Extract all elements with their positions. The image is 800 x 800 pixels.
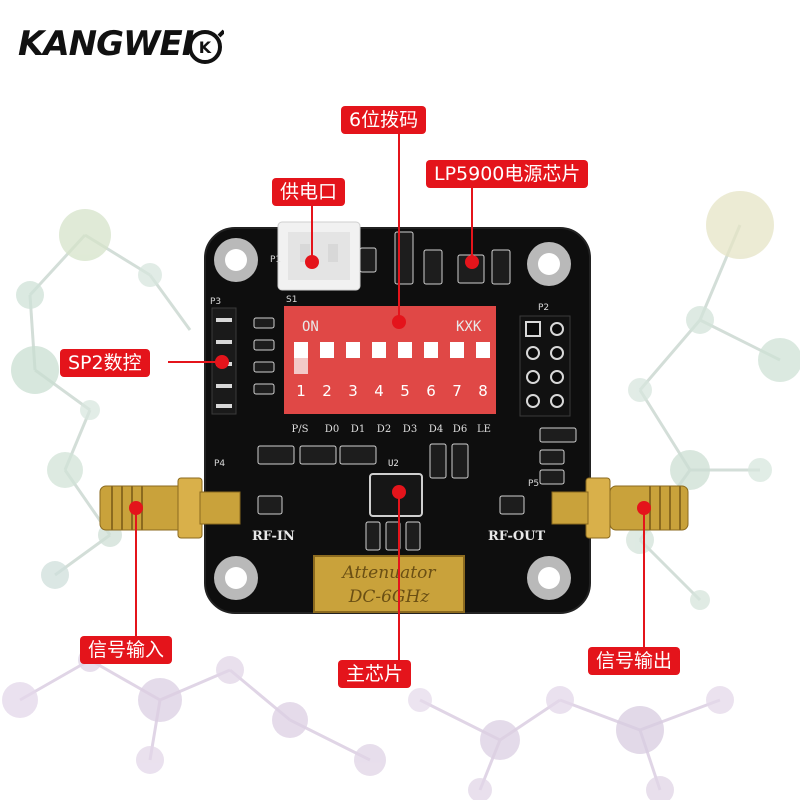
pin-label: P/S: [292, 424, 309, 435]
power-connector: [277, 221, 361, 291]
pin-label: D0: [325, 424, 339, 435]
connector-ref: P1: [270, 255, 281, 265]
plate-line-1: Attenuator: [341, 563, 437, 583]
pin-label: D1: [351, 424, 365, 435]
brand-logo: KANGWEI: [18, 24, 194, 64]
connector-ref: P3: [210, 297, 221, 307]
switch-number: 5: [400, 382, 410, 400]
brand-logo-mark: K: [188, 29, 224, 64]
brand-logo-mark-letter: K: [199, 38, 212, 57]
spi-header: [211, 307, 237, 415]
pin-label: D6: [453, 424, 467, 435]
label-main-chip: 主芯片: [338, 660, 412, 688]
label-spi-control: SP2数控: [60, 349, 150, 377]
mounting-holes: [214, 238, 571, 600]
plate-line-2: DC-6GHz: [348, 587, 431, 607]
rf-in-label: RF-IN: [252, 529, 295, 544]
label-signal-out: 信号输出: [588, 647, 681, 675]
io-header: [519, 315, 571, 417]
pin-label: D2: [377, 424, 391, 435]
nameplate: Attenuator DC-6GHz: [313, 555, 465, 613]
switch-number: 2: [322, 382, 332, 400]
switch-number: 8: [478, 382, 488, 400]
switch-number: 6: [426, 382, 436, 400]
switch-number: 1: [296, 382, 306, 400]
pin-label: D4: [429, 424, 443, 435]
switch-number: 3: [348, 382, 358, 400]
connector-ref: P2: [538, 303, 549, 313]
pin-label: LE: [477, 424, 491, 435]
chip-ref: U2: [388, 459, 399, 469]
dip-switch: ON KXK 1 2 3 4 5 6 7 8: [284, 306, 496, 414]
label-signal-in: 信号输入: [80, 636, 173, 664]
switch-number: 4: [374, 382, 384, 400]
connector-ref: P4: [214, 459, 225, 469]
rf-out-label: RF-OUT: [488, 529, 546, 544]
pin-label: D3: [403, 424, 417, 435]
label-dip-switch: 6位拨码: [341, 106, 427, 134]
connector-ref: P5: [528, 479, 539, 489]
switch-number: 7: [452, 382, 462, 400]
connector-ref: S1: [286, 295, 297, 305]
label-power-chip: LP5900电源芯片: [426, 160, 589, 188]
switch-brand-label: KXK: [456, 319, 482, 335]
label-power-port: 供电口: [272, 178, 346, 206]
switch-on-label: ON: [302, 319, 319, 335]
sma-input-connector: [99, 477, 241, 539]
